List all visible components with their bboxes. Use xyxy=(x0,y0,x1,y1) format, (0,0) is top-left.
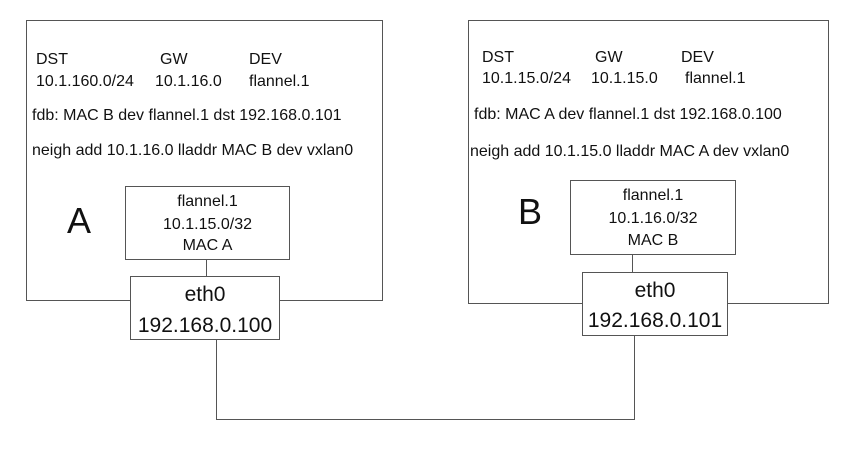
host-a-label: A xyxy=(67,200,92,241)
network-link-b-down xyxy=(634,336,635,420)
host-b-fdb-entry: fdb: MAC A dev flannel.1 dst 192.168.0.1… xyxy=(474,106,782,123)
host-b-route-gw: 10.1.15.0 xyxy=(591,70,658,87)
host-b-flannel-interface: flannel.1 10.1.16.0/32 MAC B xyxy=(570,180,736,255)
host-b-eth0-ip: 192.168.0.101 xyxy=(587,309,723,332)
host-a-flannel-link xyxy=(206,260,207,277)
host-a-eth0-interface: eth0 192.168.0.100 xyxy=(130,276,280,340)
host-b-route-header-gw: GW xyxy=(595,49,623,66)
host-b-flannel-mac: MAC B xyxy=(627,232,679,249)
host-a-route-header-gw: GW xyxy=(160,51,188,68)
host-a-eth0-name: eth0 xyxy=(184,283,226,306)
host-a-route-dev: flannel.1 xyxy=(249,73,310,90)
host-b-flannel-link xyxy=(632,255,633,273)
host-a-neigh-entry: neigh add 10.1.16.0 lladdr MAC B dev vxl… xyxy=(32,142,354,159)
host-a-flannel-interface: flannel.1 10.1.15.0/32 MAC A xyxy=(125,186,290,260)
host-a-flannel-ip: 10.1.15.0/32 xyxy=(163,216,252,233)
network-link-a-down xyxy=(216,340,217,420)
host-b-eth0-name: eth0 xyxy=(634,279,676,302)
host-b-route-header-dst: DST xyxy=(482,49,514,66)
host-a-flannel-mac: MAC A xyxy=(182,237,233,254)
host-a-route-header-dst: DST xyxy=(36,51,68,68)
host-b-route-header-dev: DEV xyxy=(681,49,714,66)
host-a-route-dst: 10.1.160.0/24 xyxy=(36,73,134,90)
host-a-flannel-name: flannel.1 xyxy=(177,193,238,210)
host-b-eth0-interface: eth0 192.168.0.101 xyxy=(582,272,728,336)
host-b-label: B xyxy=(518,191,543,232)
host-a-route-gw: 10.1.16.0 xyxy=(155,73,222,90)
host-b-flannel-name: flannel.1 xyxy=(622,187,684,204)
host-a-eth0-ip: 192.168.0.100 xyxy=(137,314,273,337)
host-a-fdb-entry: fdb: MAC B dev flannel.1 dst 192.168.0.1… xyxy=(32,107,342,124)
host-b-box: DST GW DEV 10.1.15.0/24 10.1.15.0 flanne… xyxy=(468,20,829,304)
host-b-neigh-entry: neigh add 10.1.15.0 lladdr MAC A dev vxl… xyxy=(470,143,790,160)
host-b-flannel-ip: 10.1.16.0/32 xyxy=(608,210,698,227)
host-b-route-dst: 10.1.15.0/24 xyxy=(482,70,571,87)
host-b-route-dev: flannel.1 xyxy=(685,70,746,87)
network-link-bottom xyxy=(216,419,635,420)
host-a-route-header-dev: DEV xyxy=(249,51,282,68)
